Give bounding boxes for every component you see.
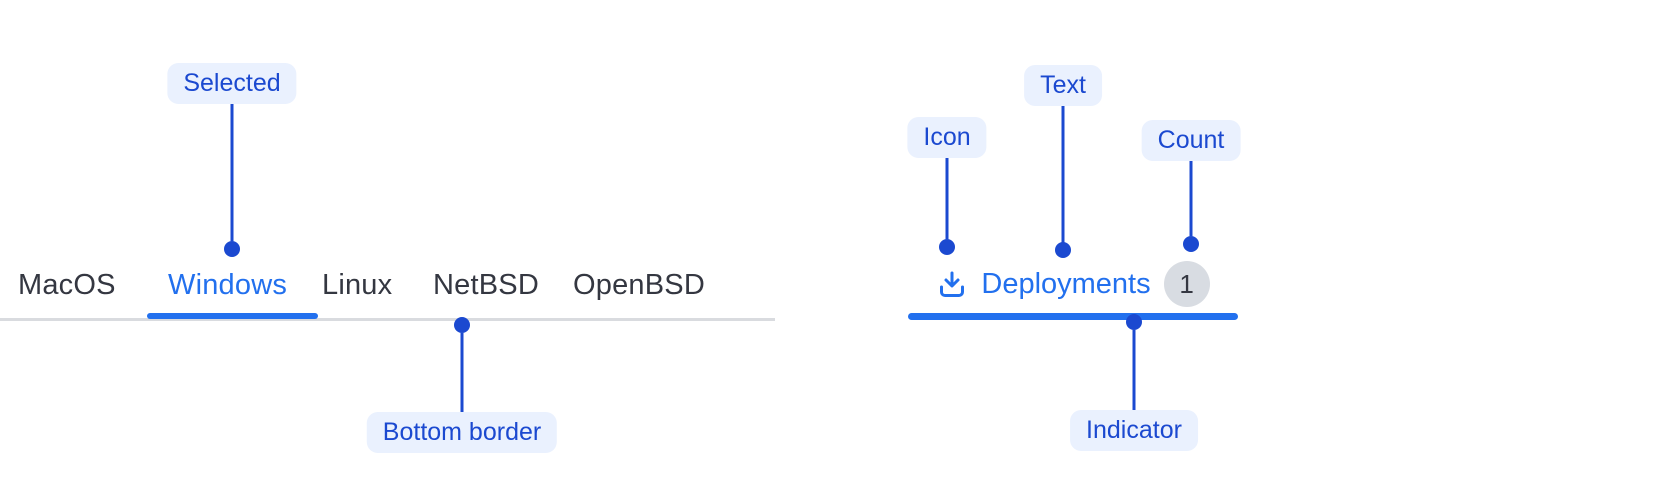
tab-openbsd[interactable]: OpenBSD [573,269,705,301]
annotation-label-icon: Icon [907,117,987,158]
count-badge: 1 [1163,261,1210,307]
annotation-line-selected [230,104,234,241]
annotation-dot-selected [224,241,240,257]
annotation-line-indicator [1132,330,1136,410]
annotation-dot-count [1183,236,1199,252]
annotation-line-count [1189,161,1193,236]
annotation-line-icon [945,158,949,239]
annotation-dot-text [1055,242,1071,258]
annotation-label-indicator: Indicator [1070,410,1198,451]
annotation-label-text: Text [1024,65,1102,106]
annotation-dot-indicator [1126,314,1142,330]
annotation-label-selected: Selected [167,63,297,104]
annotation-line-text [1061,106,1065,243]
tabbar-bottom-border [0,318,775,321]
annotation-line-bottom-border [460,333,464,412]
annotation-dot-icon [939,239,955,255]
selection-indicator-bar [908,313,1238,320]
tab-linux[interactable]: Linux [322,269,393,301]
tab-deployments[interactable]: Deployments 1 [908,258,1238,310]
annotation-label-count: Count [1141,120,1241,161]
tab-deployments-label: Deployments [981,267,1151,300]
annotation-label-bottom-border: Bottom border [366,412,558,453]
selected-tab-underline [147,313,318,319]
download-icon [940,271,965,297]
tab-macos[interactable]: MacOS [18,269,116,301]
annotation-dot-bottom-border [454,317,470,333]
tab-windows-selected[interactable]: Windows [168,269,288,301]
tab-netbsd[interactable]: NetBSD [433,269,539,301]
